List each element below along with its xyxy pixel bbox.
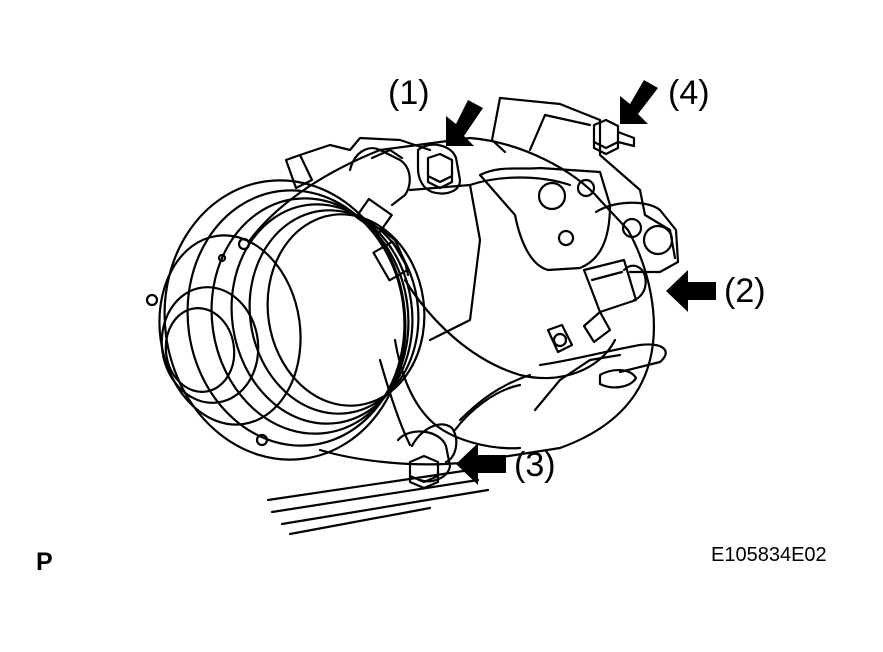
- bolt-3: [396, 430, 452, 490]
- arrow-icon: [446, 100, 483, 146]
- arrow-icon: [666, 270, 716, 312]
- compressor-body: [248, 96, 680, 466]
- wire-harness: [348, 147, 667, 432]
- clutch-pulley: [145, 179, 426, 461]
- bolt-1: [416, 143, 462, 195]
- callout-label-1: (1): [388, 74, 430, 112]
- arrow-icon: [456, 443, 506, 485]
- stud-4: [592, 118, 636, 156]
- mounting-rail: [266, 468, 490, 536]
- view-letter: P: [36, 548, 53, 576]
- callout-label-4: (4): [668, 74, 710, 112]
- arrow-icon: [620, 80, 658, 124]
- figure-code: E105834E02: [711, 544, 827, 566]
- callout-label-2: (2): [724, 272, 766, 310]
- callout-label-3: (3): [514, 446, 556, 484]
- electrical-connector: [582, 258, 647, 344]
